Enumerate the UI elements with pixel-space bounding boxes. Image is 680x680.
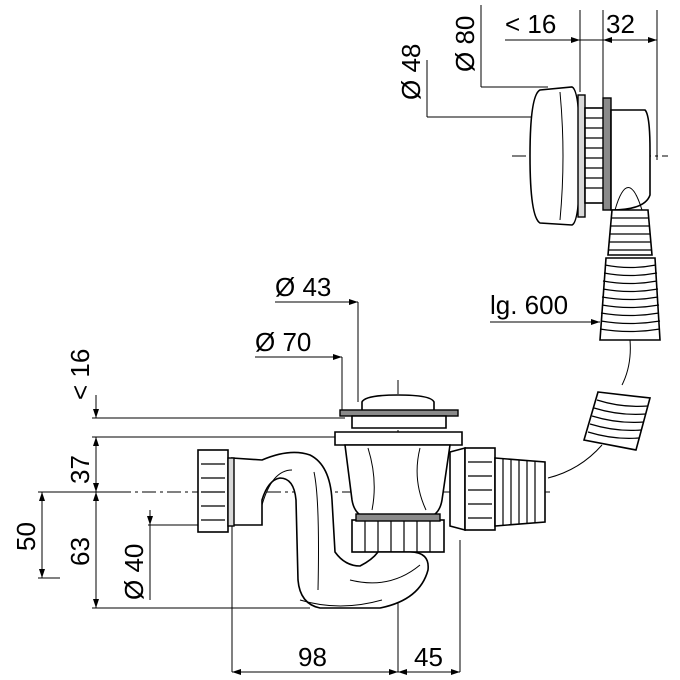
dim-height-63: 63 [65,537,95,566]
dim-length-98: 98 [298,642,327,672]
overflow-assembly [426,5,668,386]
dim-length-45: 45 [414,642,443,672]
dim-hose-length: lg. 600 [490,290,568,320]
drain-assembly [38,299,550,672]
dimension-lines [39,319,600,675]
dim-overflow-inner-diameter: Ø 48 [396,44,426,100]
dim-height-37: 37 [65,455,95,484]
dim-overflow-outer-diameter: Ø 80 [450,16,480,72]
dim-overflow-wall-max: < 16 [505,9,556,39]
hose-lower-segment [547,391,652,479]
dimension-labels: Ø 80 Ø 48 < 16 32 lg. 600 Ø 43 Ø 70 < 16… [11,9,635,672]
dim-overflow-depth: 32 [606,9,635,39]
dim-height-50: 50 [11,522,41,551]
dim-drain-top-diameter: Ø 43 [275,272,331,302]
dim-drain-flange-diameter: Ø 70 [255,327,311,357]
dim-drain-wall-max: < 16 [65,349,95,400]
hose-ribs [599,264,661,333]
dim-outlet-diameter: Ø 40 [119,544,149,600]
